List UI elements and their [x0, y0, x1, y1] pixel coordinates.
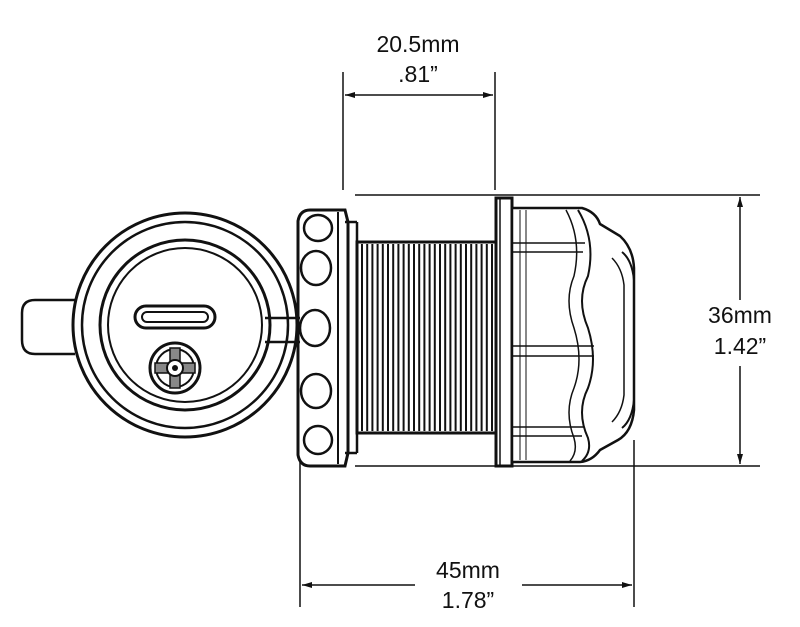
usb-c-port-icon	[133, 304, 217, 330]
key-lock-icon	[148, 341, 202, 395]
front-view	[20, 211, 300, 439]
length-imperial: 1.78”	[442, 587, 494, 613]
dimension-lines	[299, 72, 760, 607]
mounting-nut	[494, 196, 514, 468]
top-width-imperial: .81”	[398, 61, 438, 87]
rear-housing	[510, 206, 636, 464]
top-width-metric: 20.5mm	[376, 31, 459, 57]
threaded-barrel	[355, 240, 501, 435]
height-metric: 36mm	[708, 302, 772, 328]
bezel-ring	[296, 208, 359, 468]
side-view	[296, 196, 636, 468]
height-imperial: 1.42”	[714, 333, 766, 359]
length-metric: 45mm	[436, 557, 500, 583]
